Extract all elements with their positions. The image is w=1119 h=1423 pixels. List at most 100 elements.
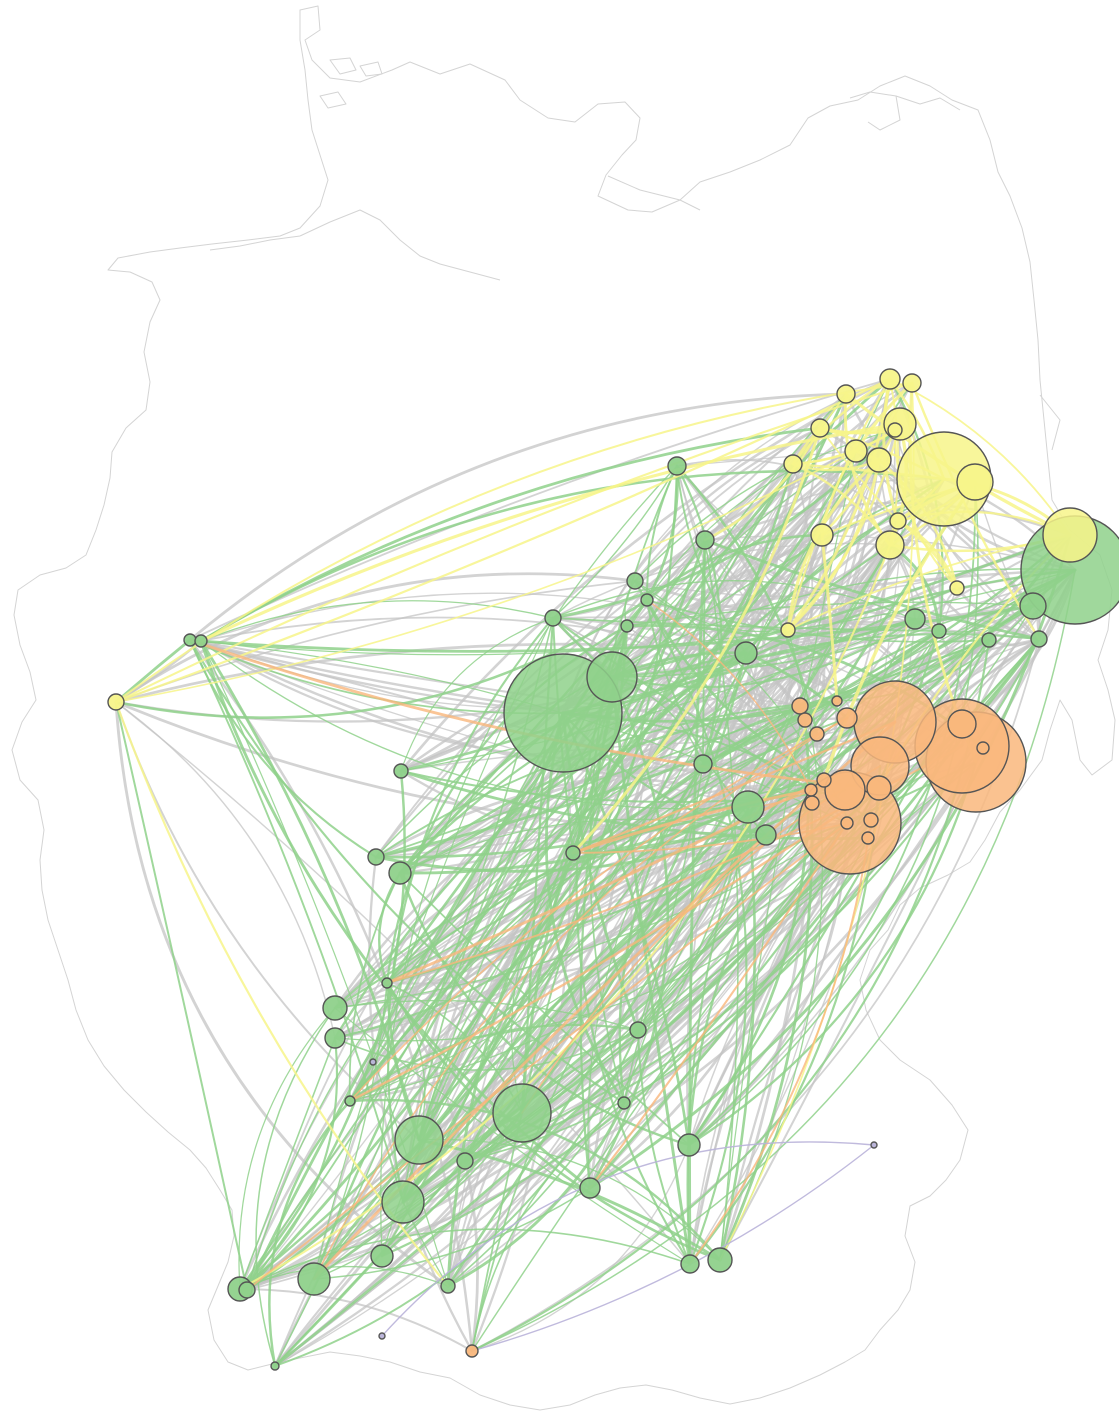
flow-edge — [239, 1265, 449, 1290]
flow-edge — [687, 801, 814, 1147]
flow-edge — [464, 569, 1076, 1162]
network-node — [810, 418, 830, 438]
flow-edge — [246, 705, 801, 1291]
network-node — [866, 447, 892, 473]
network-node — [626, 572, 644, 590]
flow-edge — [446, 1101, 626, 1288]
flow-edge — [687, 746, 985, 1147]
network-node — [780, 622, 796, 638]
flow-edge — [348, 1023, 640, 1103]
flow-edge — [588, 821, 849, 1190]
network-node — [586, 651, 638, 703]
network-node — [695, 530, 715, 550]
flow-edge — [313, 1187, 591, 1280]
flow-edge — [114, 572, 637, 704]
flow-edge — [334, 837, 869, 1042]
network-node — [107, 693, 125, 711]
network-node — [1019, 592, 1047, 620]
network-node — [297, 1262, 331, 1296]
network-node — [904, 608, 926, 630]
network-node — [810, 523, 834, 547]
flow-edge — [786, 377, 892, 632]
network-node — [791, 697, 809, 715]
coastline-detail — [849, 91, 961, 131]
flow-edge — [819, 427, 899, 522]
network-node — [667, 456, 687, 476]
flow-edge — [689, 378, 891, 1265]
flow-edge — [378, 871, 402, 985]
network-node — [956, 463, 994, 501]
coastline-detail — [209, 209, 501, 281]
flow-edge — [313, 1112, 523, 1280]
network-node — [194, 634, 208, 648]
network-node — [492, 1083, 552, 1143]
flow-edge — [348, 1099, 722, 1262]
network-node — [677, 1133, 701, 1157]
flow-edge — [637, 806, 749, 1031]
network-node — [836, 707, 858, 729]
network-node — [378, 1332, 386, 1340]
flow-edge — [385, 778, 826, 985]
flow-nodes — [107, 368, 1119, 1371]
flow-edge — [200, 640, 749, 810]
network-node — [755, 824, 777, 846]
flow-edge — [114, 381, 914, 704]
network-node — [456, 1152, 474, 1170]
flow-edges — [114, 377, 1077, 1368]
network-node — [707, 1247, 733, 1273]
flow-edge — [312, 477, 946, 1281]
network-node — [388, 861, 412, 885]
flow-edge — [551, 616, 813, 792]
flow-edge — [375, 639, 990, 858]
flow-edge — [675, 464, 819, 736]
flow-edge — [238, 1007, 336, 1290]
flow-edge — [348, 586, 959, 1103]
network-node — [816, 772, 832, 788]
network-node — [680, 1254, 700, 1274]
flow-edge — [313, 717, 848, 1280]
flow-edge — [646, 599, 812, 791]
flow-edge — [114, 598, 649, 719]
flow-edge — [239, 1037, 336, 1290]
flow-edge — [115, 701, 248, 1291]
flow-edge — [688, 481, 979, 1146]
network-node — [1042, 507, 1098, 563]
flow-edge — [189, 569, 1076, 656]
flow-edge — [189, 639, 404, 1203]
network-node — [879, 368, 901, 390]
flow-edge — [571, 788, 813, 855]
network-node — [440, 1278, 456, 1294]
network-node — [947, 709, 977, 739]
network-node — [863, 812, 879, 828]
flow-edge — [188, 392, 848, 642]
network-node — [238, 1281, 256, 1299]
flow-edge — [610, 617, 917, 689]
flow-edge — [634, 463, 794, 582]
flow-edge — [238, 543, 892, 1291]
network-node — [579, 1177, 601, 1199]
flow-edge — [463, 533, 824, 1163]
network-node — [465, 1344, 479, 1358]
network-node — [824, 769, 866, 811]
flow-edge — [385, 981, 722, 1262]
network-node — [870, 1141, 878, 1149]
flow-edge — [464, 837, 869, 1162]
flow-edge — [676, 465, 747, 654]
network-node — [393, 763, 409, 779]
network-node — [640, 593, 654, 607]
flow-edge — [381, 1141, 875, 1337]
network-node — [693, 754, 713, 774]
flow-edge — [399, 377, 892, 773]
country-border — [11, 5, 1116, 1411]
network-node — [889, 512, 907, 530]
flow-edge — [199, 422, 902, 643]
flow-edge — [114, 377, 892, 704]
flow-edge — [637, 763, 704, 1031]
network-node — [344, 1095, 356, 1107]
network-node — [875, 530, 905, 560]
network-node — [844, 439, 868, 463]
flow-edge — [418, 1138, 721, 1261]
flow-edge — [702, 539, 706, 765]
flow-edge — [471, 1102, 625, 1352]
